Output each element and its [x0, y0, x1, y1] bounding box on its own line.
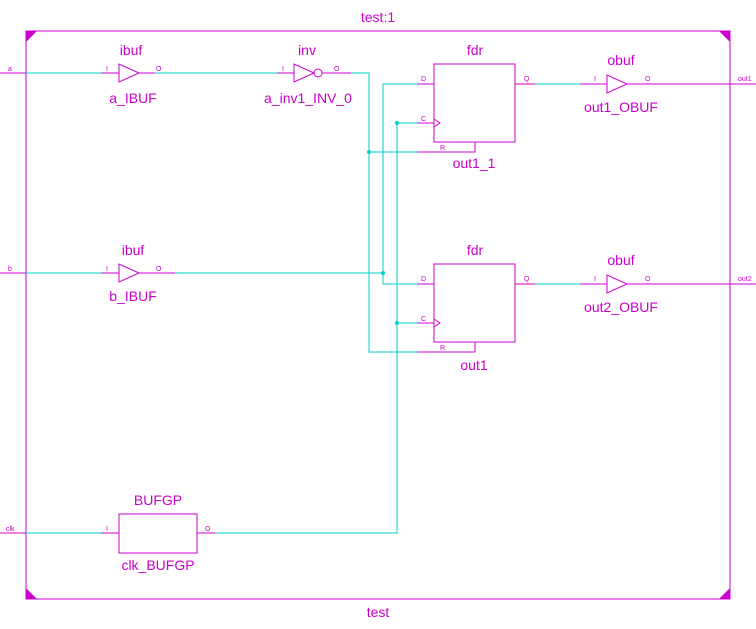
b-ibuf-type: ibuf [122, 242, 145, 258]
obuf2-block[interactable]: obuf I O out2_OBUF [580, 252, 658, 315]
bufgp-pin-i: I [106, 526, 108, 533]
port-b-label: b [8, 266, 12, 273]
bufgp-type: BUFGP [134, 492, 182, 508]
obuf2-buffer-icon [606, 274, 629, 294]
fdr2-pin-c: C [421, 316, 426, 323]
fdr2-pin-d: D [421, 276, 426, 283]
bufgp-name: clk_BUFGP [121, 557, 194, 573]
port-b[interactable]: b [0, 266, 26, 274]
junction-inv [367, 150, 371, 154]
module-top-label: test:1 [361, 9, 395, 25]
obuf2-pin-o: O [645, 276, 651, 283]
fdr1-r-stub [417, 142, 476, 153]
b-ibuf-pin-o: O [156, 266, 162, 273]
inv-pin-i: I [282, 66, 284, 73]
wires [26, 72, 580, 534]
inv-name: a_inv1_INV_0 [264, 90, 352, 106]
fdr1-pin-q: Q [524, 76, 530, 83]
b-ibuf-pin-i: I [106, 266, 108, 273]
b-ibuf-block[interactable]: ibuf I O b_IBUF [101, 242, 175, 304]
inv-buffer-icon [293, 63, 316, 83]
fdr1-pin-r: R [440, 145, 445, 152]
bufgp-block[interactable]: BUFGP I O clk_BUFGP [101, 492, 215, 573]
obuf1-name: out1_OBUF [584, 99, 658, 115]
port-out1-label: out1 [738, 76, 752, 83]
fdr2-name: out1 [460, 357, 487, 373]
junction-clk-2 [395, 321, 399, 325]
frame-corner-bl [26, 588, 37, 599]
a-ibuf-pin-o: O [156, 66, 162, 73]
port-a[interactable]: a [0, 66, 26, 74]
obuf1-pin-o: O [645, 76, 651, 83]
module-frame [25, 30, 731, 600]
a-ibuf-block[interactable]: ibuf I O a_IBUF [101, 42, 162, 106]
fdr1-name: out1_1 [453, 155, 496, 171]
a-ibuf-buffer-icon [118, 63, 141, 83]
port-clk-label: clk [6, 526, 15, 533]
wire-b-d-bus [382, 83, 417, 285]
fdr1-clock-edge-icon [433, 118, 441, 128]
bufgp-box [118, 513, 198, 554]
fdr1-pin-c: C [421, 116, 426, 123]
fdr2-block[interactable]: fdr D C R Q out1 [417, 242, 535, 373]
fdr2-pin-q: Q [524, 276, 530, 283]
fdr2-r-stub [417, 342, 476, 353]
fdr1-type: fdr [467, 42, 484, 58]
b-ibuf-buffer-icon [118, 263, 141, 283]
obuf1-pin-i: I [594, 76, 596, 83]
fdr1-box [433, 63, 516, 143]
junction-b [381, 271, 385, 275]
frame-corner-tr [719, 31, 730, 42]
fdr1-pin-d: D [421, 76, 426, 83]
port-out2-label: out2 [738, 276, 752, 283]
obuf1-block[interactable]: obuf I O out1_OBUF [580, 52, 658, 115]
fdr2-box [433, 263, 516, 343]
frame-corner-br [719, 588, 730, 599]
obuf2-type: obuf [607, 252, 634, 268]
inv-pin-o: O [334, 66, 340, 73]
port-a-label: a [8, 66, 12, 73]
fdr2-clock-edge-icon [433, 318, 441, 328]
inv-type: inv [298, 42, 316, 58]
module-bottom-label: test [367, 604, 390, 620]
wire-clk-net [215, 122, 417, 534]
fdr2-type: fdr [467, 242, 484, 258]
inv-block[interactable]: inv I O a_inv1_INV_0 [264, 42, 352, 106]
wire-inv-out [351, 72, 417, 353]
obuf1-buffer-icon [606, 74, 629, 94]
obuf1-type: obuf [607, 52, 634, 68]
a-ibuf-type: ibuf [120, 42, 143, 58]
fdr1-block[interactable]: fdr D C R Q out1_1 [417, 42, 535, 171]
b-ibuf-name: b_IBUF [109, 288, 156, 304]
fdr2-pin-r: R [440, 345, 445, 352]
port-out1[interactable]: out1 [655, 76, 756, 85]
a-ibuf-pin-i: I [106, 66, 108, 73]
obuf2-name: out2_OBUF [584, 299, 658, 315]
port-clk[interactable]: clk [0, 526, 26, 534]
port-out2[interactable]: out2 [655, 276, 756, 285]
junction-clk-1 [395, 121, 399, 125]
frame-corner-tl [26, 31, 37, 42]
a-ibuf-name: a_IBUF [109, 90, 156, 106]
obuf2-pin-i: I [594, 276, 596, 283]
bufgp-pin-o: O [205, 526, 211, 533]
